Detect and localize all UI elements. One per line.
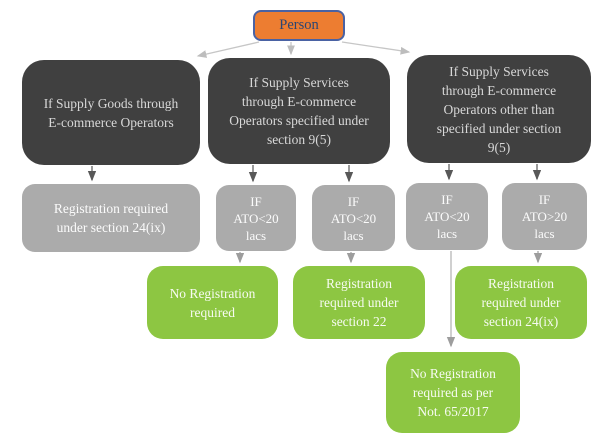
node-person-label: Person (279, 17, 319, 33)
edge-person-goods (196, 41, 260, 58)
node-person[interactable]: Person (253, 10, 345, 41)
edge-person-services-other (341, 41, 411, 55)
